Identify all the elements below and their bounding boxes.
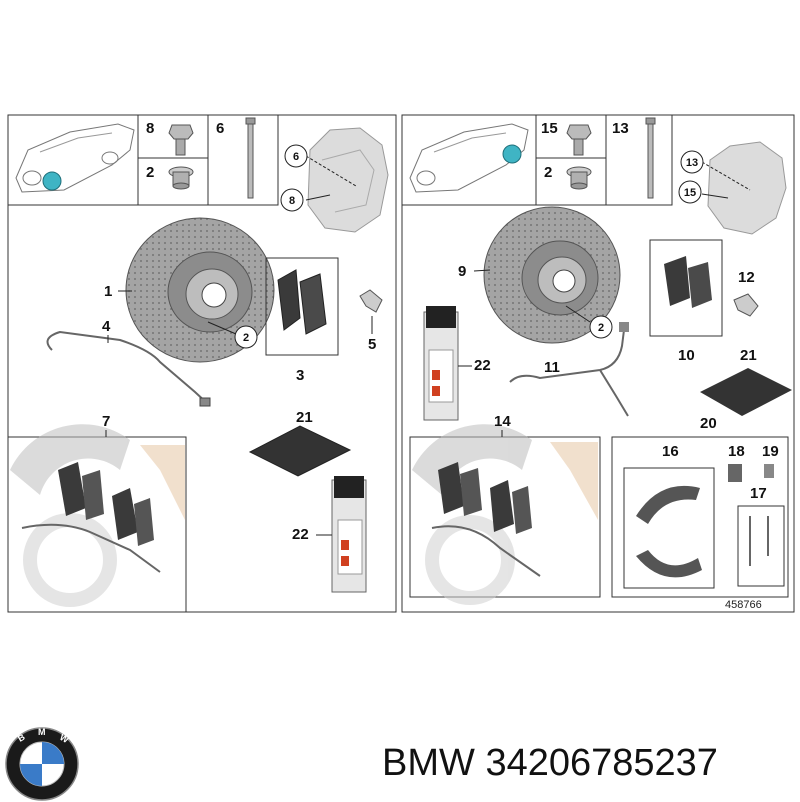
- location-marker: [42, 171, 62, 191]
- svg-text:B: B: [16, 732, 27, 744]
- callout-13: 13: [612, 120, 629, 137]
- svg-text:8: 8: [289, 195, 295, 207]
- callout-circle-15: [678, 180, 702, 204]
- callout-6: 6: [216, 120, 224, 137]
- spray-can-image: [331, 476, 367, 593]
- callout-14: 14: [494, 413, 511, 430]
- grease-pouch-image: [248, 425, 352, 477]
- left-header-frame: [7, 114, 279, 206]
- callout-11: 11: [544, 359, 560, 376]
- adjuster-parts-image: [728, 464, 774, 482]
- callout-1: 1: [104, 283, 112, 300]
- car-outline-image: [15, 123, 135, 193]
- svg-text:2: 2: [243, 332, 249, 344]
- svg-text:13: 13: [686, 157, 698, 169]
- callout-12: 12: [738, 269, 755, 286]
- plug-screw-image: [168, 166, 194, 190]
- brake-pads-image: [277, 269, 327, 335]
- svg-text:15: 15: [684, 187, 696, 199]
- brake-shoes-box: [623, 467, 715, 589]
- callout-5: 5: [368, 336, 376, 353]
- svg-text:6: 6: [293, 151, 299, 163]
- callout-circle-6: [284, 144, 308, 168]
- callout-2-plug: 2: [146, 164, 154, 181]
- callout-9: 9: [458, 263, 466, 280]
- guide-pin-image: [645, 117, 656, 199]
- bolt-image: [168, 124, 194, 156]
- left-diagram-panel: 8 2 6 6 8: [7, 114, 397, 613]
- pad-kit-image: [21, 462, 161, 573]
- svg-text:2: 2: [598, 322, 604, 334]
- part-number: 34206785237: [485, 742, 718, 784]
- springs-box: [737, 505, 785, 587]
- brake-pads-image: [664, 256, 712, 308]
- bmw-logo: B M W: [5, 727, 79, 801]
- plug-screw-image: [566, 166, 592, 190]
- callout-22-right: 22: [474, 357, 491, 374]
- brake-pads-box: [649, 239, 723, 337]
- callout-10: 10: [678, 347, 695, 364]
- callout-18: 18: [728, 443, 745, 460]
- brand-name: BMW: [382, 742, 475, 784]
- callout-circle-2: [589, 315, 613, 339]
- callout-17: 17: [750, 485, 767, 502]
- callout-8: 8: [146, 120, 154, 137]
- callout-21-left: 21: [296, 409, 313, 426]
- springs-image: [749, 516, 769, 566]
- callout-7: 7: [102, 413, 110, 430]
- kit-watermark: [10, 424, 185, 607]
- callout-2-plug: 2: [544, 164, 552, 181]
- spray-can-image: [423, 306, 459, 421]
- caliper-image: [305, 127, 389, 233]
- caliper-image: [701, 141, 787, 235]
- wear-sensor-image: [46, 330, 211, 407]
- callout-16: 16: [662, 443, 679, 460]
- diagram-code: 458766: [725, 599, 762, 611]
- callout-15: 15: [541, 120, 558, 137]
- right-diagram-panel: 15 2 13 13 15: [401, 114, 795, 613]
- svg-text:M: M: [38, 727, 46, 737]
- guide-pin-image: [245, 117, 256, 199]
- brake-disc-image: [483, 206, 621, 344]
- grease-pouch-image: [700, 368, 792, 416]
- right-header-frame: [401, 114, 673, 206]
- callout-21-right: 21: [740, 347, 757, 364]
- callout-3: 3: [296, 367, 304, 384]
- callout-circle-13: [680, 150, 704, 174]
- spring-clip-image: [733, 293, 759, 317]
- car-outline-image: [409, 123, 529, 193]
- spring-clip-image: [359, 289, 383, 313]
- parking-brake-box: [611, 436, 789, 598]
- brake-shoes-image: [636, 485, 702, 578]
- brake-pads-box: [265, 257, 339, 356]
- wear-sensor-image: [509, 322, 629, 417]
- callout-circle-2: [234, 325, 258, 349]
- callout-4: 4: [102, 318, 111, 335]
- callout-19: 19: [762, 443, 779, 460]
- bolt-image: [566, 124, 592, 156]
- callout-circle-8: [280, 188, 304, 212]
- location-marker: [502, 144, 522, 164]
- brand-and-part-number: BMW 34206785237: [382, 742, 718, 785]
- pad-kit-image: [431, 462, 541, 577]
- brake-disc-image: [125, 217, 275, 363]
- callout-20: 20: [700, 415, 717, 432]
- callout-22-left: 22: [292, 526, 309, 543]
